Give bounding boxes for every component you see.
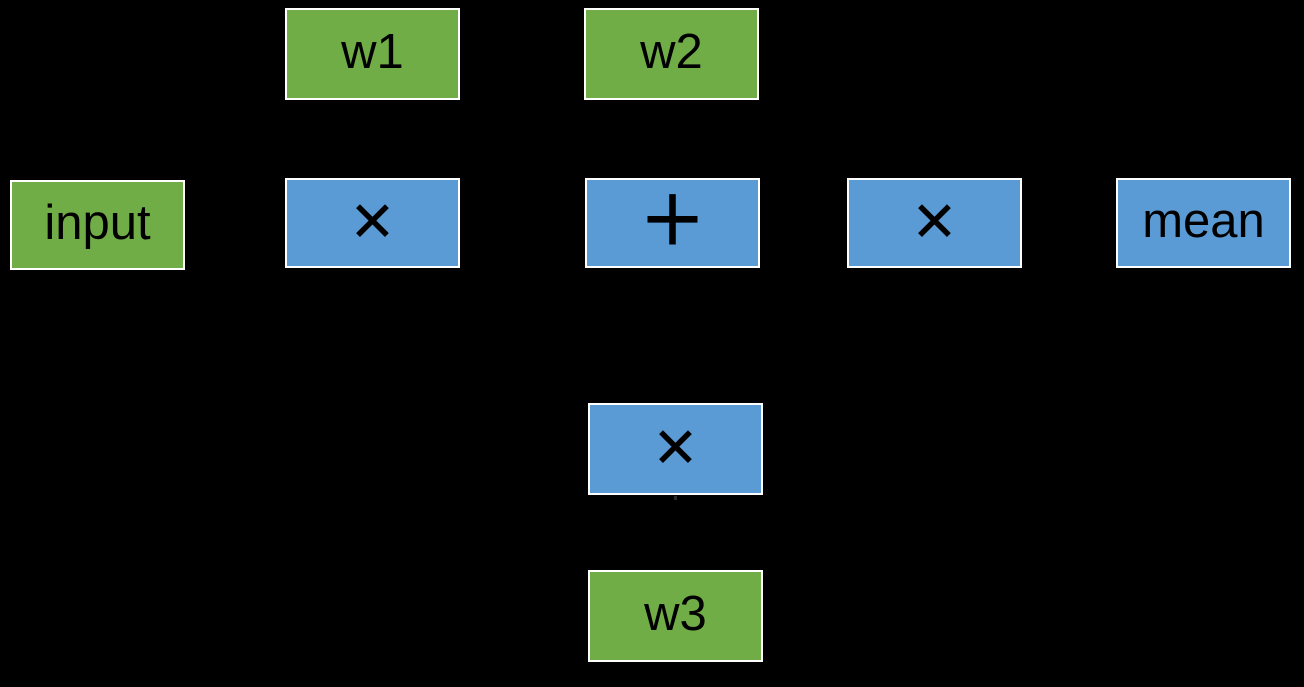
node-w2-label: w2: [640, 24, 703, 79]
plus-icon: ＋: [639, 183, 706, 258]
node-w1-label: w1: [341, 24, 404, 79]
multiply-icon: ✕: [911, 189, 958, 253]
node-multiply-1[interactable]: ✕: [285, 178, 460, 268]
node-add-1[interactable]: ＋: [585, 178, 760, 268]
node-input-label: input: [44, 195, 151, 250]
multiply-icon: ✕: [349, 189, 396, 253]
node-w1[interactable]: w1: [285, 8, 460, 100]
node-w3-label: w3: [644, 586, 707, 641]
node-mean-label: mean: [1142, 193, 1265, 248]
multiply-icon: ✕: [652, 415, 699, 479]
node-input[interactable]: input: [10, 180, 185, 270]
node-w2[interactable]: w2: [584, 8, 759, 100]
connector-artifact: [674, 496, 677, 500]
node-multiply-3[interactable]: ✕: [588, 403, 763, 495]
node-multiply-2[interactable]: ✕: [847, 178, 1022, 268]
node-mean[interactable]: mean: [1116, 178, 1291, 268]
node-w3[interactable]: w3: [588, 570, 763, 662]
